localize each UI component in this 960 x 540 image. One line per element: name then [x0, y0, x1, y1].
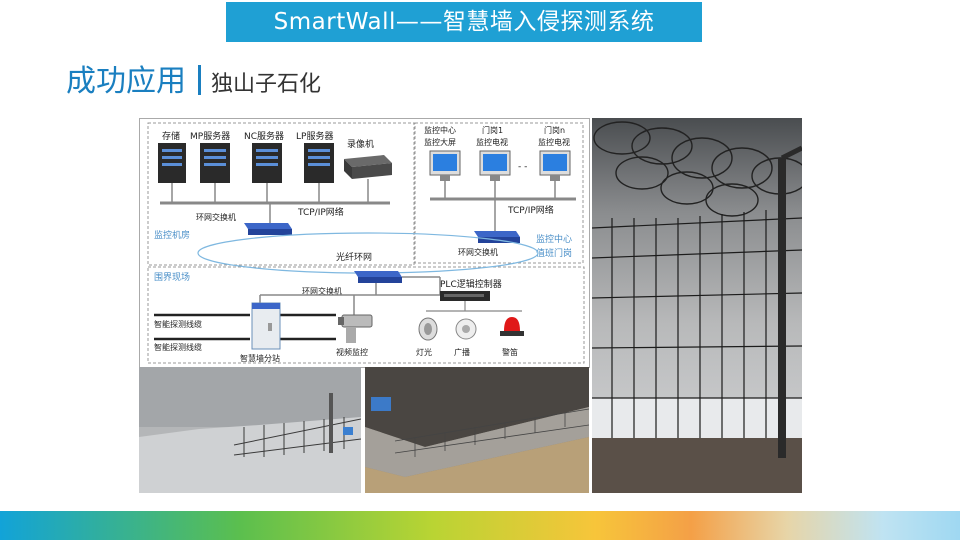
- video-recorder-icon: [344, 155, 392, 179]
- zone-perimeter-box: [147, 266, 585, 364]
- hillside-fence-photo: [365, 367, 589, 493]
- zone-label-gate: 值班门岗: [536, 247, 572, 259]
- plc-label: PLC逻辑控制器: [440, 278, 502, 290]
- substation-label: 智慧墙分站: [240, 353, 280, 363]
- network-switch-icon: [354, 271, 402, 283]
- alarm-label: 警笛: [502, 347, 518, 357]
- section-title: 成功应用: [66, 64, 186, 99]
- camera-icon: [338, 314, 373, 343]
- zone-label-perimeter: 围界现场: [154, 272, 190, 283]
- server-label-mp: MP服务器: [190, 130, 230, 142]
- video-label: 视频监控: [336, 347, 368, 357]
- monitor-label-2a: 门岗1: [482, 125, 503, 135]
- diagram-canvas: 存储 MP服务器 NC服务器 LP服务器 录像机: [147, 122, 585, 364]
- server-label-lp: LP服务器: [296, 130, 333, 142]
- slide-title: SmartWall——智慧墙入侵探测系统: [226, 2, 702, 42]
- plc-controller-icon: [440, 291, 490, 301]
- light-icon: [418, 317, 438, 341]
- server-tower-icon: [252, 143, 282, 183]
- monitor-label-2b: 监控电视: [476, 137, 508, 147]
- heading-divider: [198, 65, 201, 95]
- monitor-label-1a: 监控中心: [424, 125, 456, 135]
- tcp-ip-label-left: TCP/IP网络: [297, 206, 344, 218]
- monitor-icon: [429, 150, 461, 181]
- cable-label-1: 智能探测线缆: [154, 319, 202, 329]
- server-tower-icon: [200, 143, 230, 183]
- switch-label-bottom: 环网交换机: [302, 286, 342, 296]
- network-switch-icon: [244, 223, 292, 235]
- section-subtitle: 独山子石化: [211, 72, 322, 97]
- zone-label-monitor-room: 监控机房: [154, 229, 190, 241]
- system-architecture-diagram: 存储 MP服务器 NC服务器 LP服务器 录像机: [139, 118, 590, 368]
- server-label-nc: NC服务器: [244, 130, 284, 142]
- fence-razor-wire-photo: [592, 118, 802, 493]
- switch-label-right: 环网交换机: [458, 247, 498, 257]
- monitor-label-1b: 监控大屏: [424, 137, 456, 147]
- speaker-icon: [455, 318, 477, 340]
- server-label-storage: 存储: [162, 130, 180, 142]
- cable-label-2: 智能探测线缆: [154, 342, 202, 352]
- broadcast-label: 广播: [454, 347, 470, 357]
- zone-monitor-room-box: [147, 122, 415, 266]
- footer-gradient-band: [0, 511, 960, 540]
- server-tower-icon: [158, 143, 186, 183]
- snowy-fence-photo: [139, 367, 361, 493]
- zone-center-box: [414, 122, 584, 264]
- monitor-label-3b: 监控电视: [538, 137, 570, 147]
- siren-icon: [500, 317, 524, 336]
- network-switch-icon: [474, 231, 520, 243]
- tcp-ip-label-right: TCP/IP网络: [507, 204, 554, 216]
- fiber-ring-label: 光纤环网: [336, 251, 372, 263]
- light-label: 灯光: [416, 347, 432, 357]
- monitor-label-3a: 门岗n: [544, 125, 565, 135]
- substation-cabinet-icon: [251, 302, 281, 350]
- monitor-icon: [479, 150, 511, 181]
- monitor-ellipsis: - -: [518, 162, 527, 172]
- zone-label-center: 监控中心: [536, 233, 572, 245]
- server-label-recorder: 录像机: [347, 138, 374, 150]
- monitor-icon: [539, 150, 571, 181]
- section-heading: 成功应用独山子石化: [66, 62, 321, 105]
- server-tower-icon: [304, 143, 334, 183]
- switch-label-left: 环网交换机: [196, 212, 236, 222]
